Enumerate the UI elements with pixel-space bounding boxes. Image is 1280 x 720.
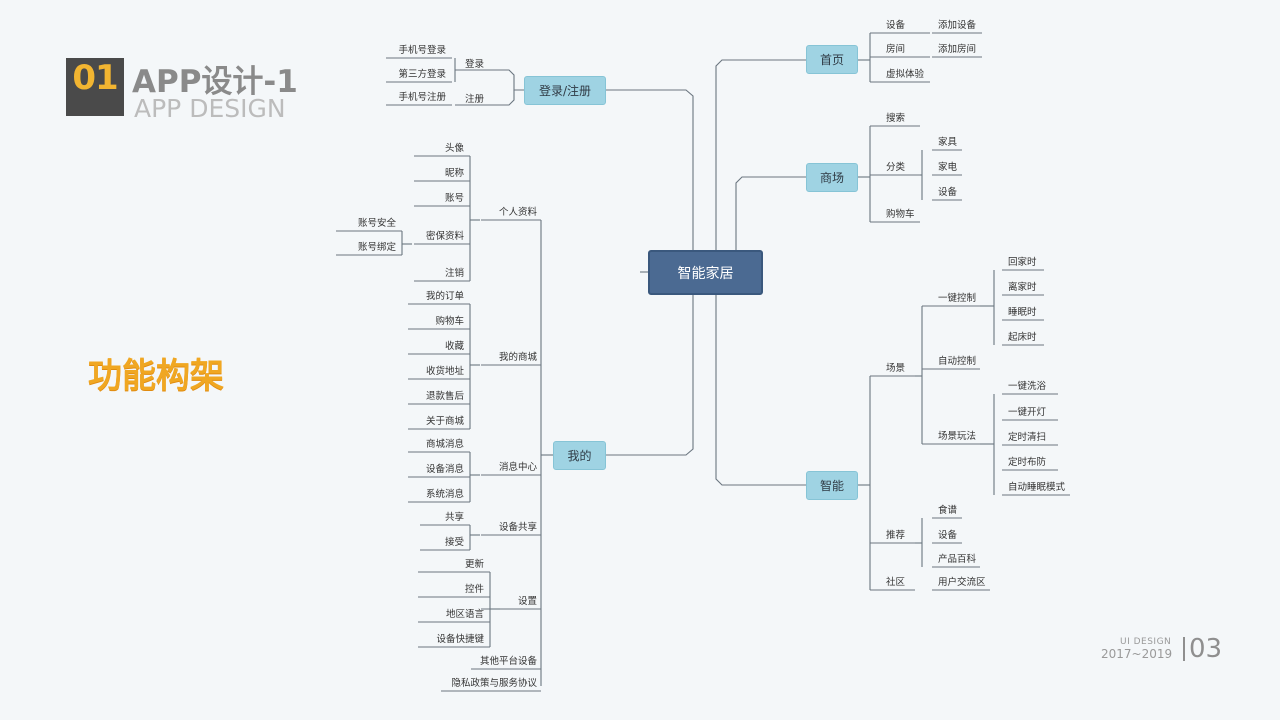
leaf-oneclick-0: 回家时 <box>1008 257 1037 268</box>
group-0: 个人资料 <box>498 207 537 218</box>
leaf-recommend-2: 产品百科 <box>938 554 977 565</box>
group-2: 消息中心 <box>498 462 537 473</box>
group-mall-0: 搜索 <box>886 113 906 124</box>
main-node-home: 首页 <box>806 45 858 74</box>
section-number: 01 <box>72 58 118 98</box>
leaf-mall-家电: 家电 <box>938 162 958 173</box>
leaf-mine-更新: 更新 <box>464 559 484 570</box>
footer-divider <box>1183 637 1185 661</box>
leaf-mine-账号: 账号 <box>444 193 464 204</box>
group-3: 设备共享 <box>498 522 537 533</box>
group-home-0: 设备 <box>886 20 906 31</box>
leaf-account-binding: 账号绑定 <box>357 242 396 253</box>
leaf-scene-4: 自动睡眠模式 <box>1008 482 1066 493</box>
leaf-mine-退款售后: 退款售后 <box>425 391 464 402</box>
leaf-mine-购物车: 购物车 <box>435 316 464 327</box>
leaf-oneclick-3: 起床时 <box>1008 332 1037 343</box>
section-number-box <box>66 58 124 116</box>
leaf-mine-我的订单: 我的订单 <box>425 291 464 302</box>
leaf-recommend-0: 食谱 <box>938 505 958 516</box>
footer-years: 2017~2019 <box>1101 647 1173 661</box>
leaf-scene-3: 定时布防 <box>1008 457 1047 468</box>
group-register: 注册 <box>465 94 485 105</box>
leaf-mine-昵称: 昵称 <box>444 168 464 179</box>
group-home-2: 虚拟体验 <box>886 69 925 80</box>
leaf-mine-设备快捷键: 设备快捷键 <box>436 634 484 645</box>
subgroup-2: 场景玩法 <box>938 431 977 442</box>
group-6: 隐私政策与服务协议 <box>451 678 537 689</box>
leaf-mine-设备消息: 设备消息 <box>425 464 464 475</box>
group-5: 其他平台设备 <box>479 656 537 667</box>
leaf-add-room: 添加房间 <box>938 44 977 55</box>
leaf-mine-接受: 接受 <box>444 537 464 548</box>
group-mall-1: 分类 <box>886 162 906 173</box>
leaf-mine-地区语言: 地区语言 <box>445 609 484 620</box>
page-number: 03 <box>1189 634 1223 664</box>
leaf-scene-2: 定时清扫 <box>1008 432 1047 443</box>
leaf-oneclick-2: 睡眠时 <box>1008 307 1037 318</box>
leaf-scene-0: 一键洗浴 <box>1008 381 1047 392</box>
leaf-mine-关于商城: 关于商城 <box>425 416 464 427</box>
leaf-mine-商城消息: 商城消息 <box>425 439 464 450</box>
leaf-add-device: 添加设备 <box>938 20 977 31</box>
main-node-mine: 我的 <box>553 441 606 470</box>
subgroup-0: 一键控制 <box>938 293 977 304</box>
group-1: 我的商城 <box>498 352 537 363</box>
leaf-third-party-login: 第三方登录 <box>398 69 446 80</box>
leaf-recommend-1: 设备 <box>938 530 958 541</box>
leaf-phone-login: 手机号登录 <box>398 45 446 56</box>
root-node-smart-home: 智能家居 <box>648 250 763 295</box>
leaf-mine-密保资料: 密保资料 <box>425 231 464 242</box>
page-subtitle: APP DESIGN <box>134 94 286 123</box>
leaf-community: 用户交流区 <box>938 577 986 588</box>
leaf-mine-收货地址: 收货地址 <box>425 366 464 377</box>
group-login: 登录 <box>465 59 485 70</box>
section-title: 功能构架 <box>88 356 224 396</box>
group-smart-1: 推荐 <box>886 530 906 541</box>
group-4: 设置 <box>517 596 537 607</box>
group-home-1: 房间 <box>886 44 906 55</box>
main-node-mall: 商场 <box>806 163 858 192</box>
leaf-mine-头像: 头像 <box>444 143 464 154</box>
subgroup-1: 自动控制 <box>938 356 977 367</box>
leaf-mall-家具: 家具 <box>938 137 958 148</box>
leaf-account-security: 账号安全 <box>357 218 396 229</box>
connector-line <box>455 69 524 91</box>
leaf-mine-收藏: 收藏 <box>444 341 464 352</box>
leaf-phone-register: 手机号注册 <box>398 92 446 103</box>
leaf-mine-系统消息: 系统消息 <box>425 489 464 500</box>
connector-line <box>735 176 806 272</box>
connector-line <box>455 90 515 106</box>
leaf-scene-1: 一键开灯 <box>1008 407 1047 418</box>
group-smart-0: 场景 <box>886 363 906 374</box>
group-smart-2: 社区 <box>886 577 906 588</box>
group-mall-2: 购物车 <box>886 209 915 220</box>
leaf-mine-共享: 共享 <box>444 512 464 523</box>
main-node-login: 登录/注册 <box>524 76 606 105</box>
page-title: APP设计-1 <box>132 64 298 100</box>
main-node-smart: 智能 <box>806 471 858 500</box>
leaf-mine-控件: 控件 <box>464 584 484 595</box>
leaf-mall-设备: 设备 <box>938 187 958 198</box>
leaf-oneclick-1: 离家时 <box>1008 282 1037 293</box>
footer-label: UI DESIGN <box>1120 637 1172 647</box>
leaf-mine-注销: 注销 <box>444 268 464 279</box>
